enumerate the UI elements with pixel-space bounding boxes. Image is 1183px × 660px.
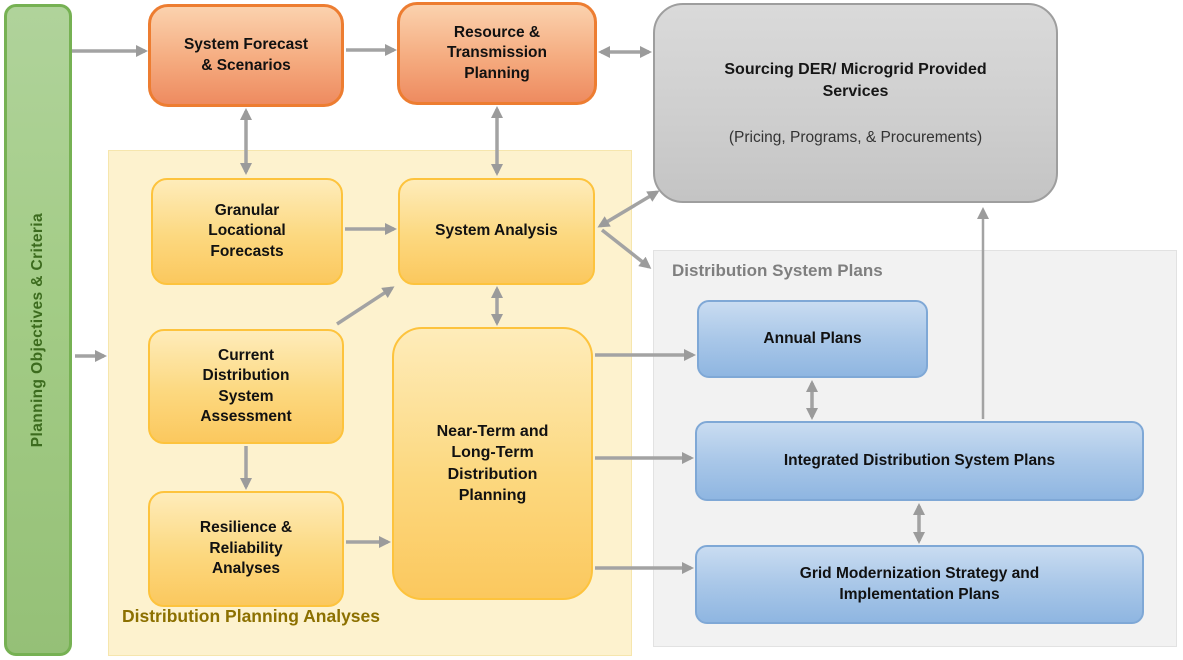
system-analysis-box: System Analysis [398,178,595,285]
annual-plans-label: Annual Plans [763,329,862,347]
sourcing-der-box: Sourcing DER/ Microgrid Provided Service… [653,3,1058,203]
current-assessment-box: Current Distribution System Assessment [148,329,344,444]
sourcing-der-subtitle: (Pricing, Programs, & Procurements) [728,128,983,146]
analyses-panel-label: Distribution Planning Analyses [122,606,380,626]
system-analysis-label: System Analysis [435,222,558,240]
system-forecast-box: System Forecast & Scenarios [148,4,344,107]
resource-transmission-box: Resource & Transmission Planning [397,2,597,105]
resilience-reliability-box: Resilience & Reliability Analyses [148,491,344,607]
grid-modernization-label: Grid Modernization Strategy and Implemen… [799,565,1040,603]
granular-forecasts-box: Granular Locational Forecasts [151,178,343,285]
planning-objectives-bar: Planning Objectives & Criteria [4,4,72,656]
current-assessment-label: Current Distribution System Assessment [200,346,292,425]
planning-objectives-label: Planning Objectives & Criteria [29,212,46,448]
near-term-long-term-box: Near-Term and Long-Term Distribution Pla… [392,327,593,600]
near-term-long-term-label: Near-Term and Long-Term Distribution Pla… [436,423,549,504]
plans-panel-label: Distribution System Plans [672,261,883,280]
grid-modernization-box: Grid Modernization Strategy and Implemen… [695,545,1144,624]
system-forecast-label: System Forecast & Scenarios [183,36,309,74]
integrated-plans-label: Integrated Distribution System Plans [783,451,1056,469]
sourcing-der-title: Sourcing DER/ Microgrid Provided Service… [724,61,987,100]
granular-forecasts-label: Granular Locational Forecasts [208,201,286,260]
annual-plans-box: Annual Plans [697,300,928,378]
resource-transmission-label: Resource & Transmission Planning [447,23,547,82]
integrated-plans-box: Integrated Distribution System Plans [695,421,1144,501]
resilience-reliability-label: Resilience & Reliability Analyses [199,519,293,578]
